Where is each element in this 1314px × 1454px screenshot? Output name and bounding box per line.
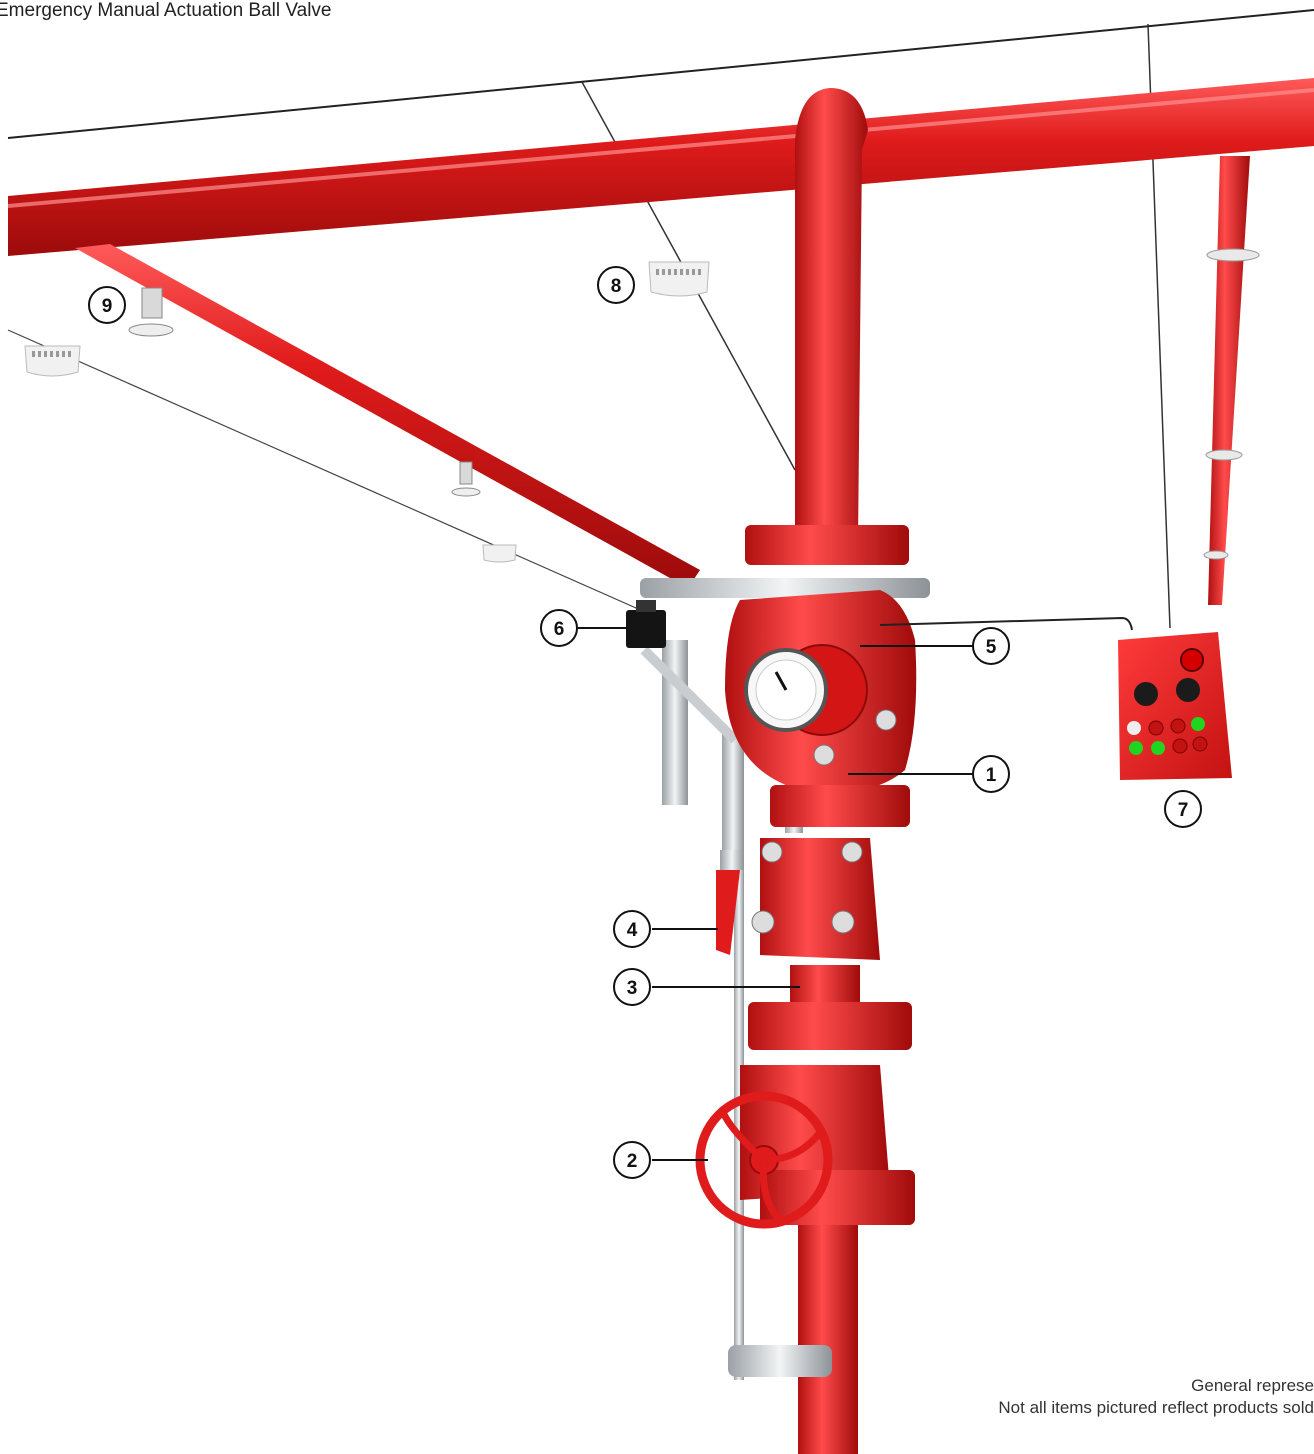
callout-7: 7 [1164,790,1202,828]
callout-number: 2 [627,1151,638,1172]
smoke-detector [24,345,81,377]
branch-pipe [75,244,700,588]
callout-9: 9 [88,286,126,324]
sprinkler-head [128,287,174,337]
callout-5: 5 [972,627,1010,665]
disclaimer-line-1: General represe [1191,1376,1314,1395]
callout-3: 3 [613,968,651,1006]
main-horizontal-pipe [7,78,1314,256]
callout-number: 4 [627,920,638,941]
callout-number: 7 [1178,800,1189,821]
manual-ball-valve [716,850,744,955]
leader-lines [578,627,973,1161]
smoke-detector [648,261,710,297]
control-panel [879,616,1232,780]
deluge-valve [725,525,917,827]
check-valve [748,838,912,1050]
sprinkler-head [451,461,481,497]
callout-number: 5 [986,637,997,658]
solenoid-valve [626,600,666,648]
riser-pipe [795,88,868,1454]
callout-number: 3 [627,978,638,999]
diagram-title: Emergency Manual Actuation Ball Valve [0,0,332,21]
callout-number: 8 [611,276,622,297]
callout-number: 6 [554,619,565,640]
callout-number: 9 [102,296,113,317]
smoke-detector [482,544,517,563]
callout-6: 6 [540,609,578,647]
callout-number: 1 [986,765,997,786]
callout-1: 1 [972,755,1010,793]
callout-4: 4 [613,910,651,948]
gate-valve [695,1065,915,1229]
callout-2: 2 [613,1141,651,1179]
callout-8: 8 [597,266,635,304]
disclaimer-line-2: Not all items pictured reflect products … [998,1398,1314,1417]
drop-pipe [1203,156,1260,605]
